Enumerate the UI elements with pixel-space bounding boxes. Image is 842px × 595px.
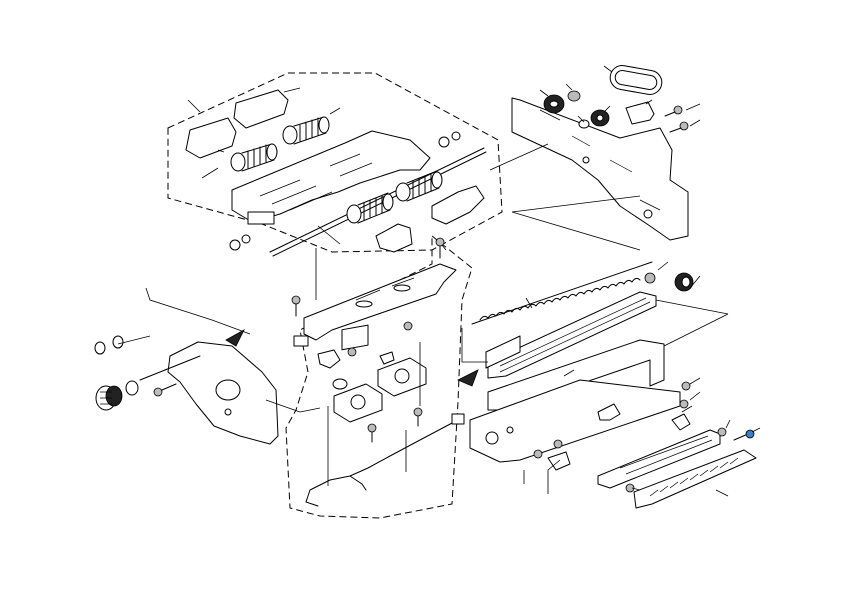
screw-rail-4 — [553, 439, 563, 449]
collar-left — [94, 335, 124, 355]
blue-screw — [733, 429, 755, 441]
spring-upper-left — [230, 143, 278, 172]
fan-motor-right — [377, 357, 427, 397]
collar-pair-top — [438, 131, 461, 148]
guide-plate-left — [185, 117, 237, 159]
upper-right-side-plate — [489, 65, 701, 251]
gear-medium — [590, 109, 610, 127]
lower-right-assembly — [457, 261, 761, 509]
channel-bracket — [487, 339, 665, 411]
sensor-small — [379, 351, 395, 365]
shaft — [269, 147, 485, 253]
screw-bracket-4 — [403, 321, 413, 331]
spring-shaft-right — [395, 170, 443, 202]
latch-clip — [597, 403, 621, 421]
guide-plate-right — [233, 89, 289, 129]
harness-connector — [451, 413, 465, 425]
screw-right-1 — [664, 105, 683, 117]
sensor-lower — [332, 378, 348, 390]
guide-pad-right — [431, 185, 485, 225]
worm-gear — [674, 272, 694, 292]
mounting-bracket — [303, 263, 457, 341]
upper-left-assembly — [167, 72, 503, 257]
collar-worm — [644, 272, 656, 284]
screw-bracket-2 — [435, 237, 445, 259]
spring-shaft-left — [346, 192, 394, 224]
screw-fan-right — [413, 407, 423, 427]
gear-small — [567, 90, 581, 102]
guide-pad-left — [375, 223, 413, 253]
guide-frame — [231, 130, 431, 223]
screw-bracket-3 — [347, 347, 357, 357]
knob — [95, 385, 123, 411]
side-plate-right — [511, 97, 689, 241]
gear-large — [543, 94, 565, 114]
screw-right-2 — [669, 121, 689, 133]
latch-clip-2 — [671, 413, 691, 431]
screw-fan-left — [367, 423, 377, 443]
dashed-boundary-middle — [285, 234, 473, 519]
worm-shaft — [471, 261, 653, 325]
lower-rail-plate — [597, 429, 721, 489]
screw-rail-2 — [679, 399, 689, 409]
sensor-left — [317, 349, 341, 369]
collar-gear — [578, 119, 590, 129]
screw-bracket-1 — [291, 295, 301, 317]
shaft-left — [139, 355, 201, 381]
drive-belt — [609, 65, 663, 95]
wire-harness — [305, 417, 463, 507]
collar-pair-bottom — [229, 234, 251, 251]
main-rail — [487, 291, 657, 379]
screw-rail-6 — [625, 483, 635, 493]
screw-left — [153, 383, 177, 397]
spring-upper-right — [282, 116, 330, 145]
fan-motor-left — [333, 324, 383, 423]
screw-rail-5 — [533, 449, 543, 459]
triangle-arrow-left — [225, 329, 245, 347]
small-bracket — [625, 101, 655, 125]
screw-rail-3 — [717, 427, 727, 437]
triangle-arrow-right — [457, 369, 479, 387]
bottom-frame — [469, 379, 681, 463]
left-side-plate-group — [94, 287, 321, 445]
screw-rail-1 — [681, 381, 691, 391]
comb-guide — [633, 449, 757, 509]
knob-gear — [125, 380, 139, 396]
rail-guide-block — [485, 335, 521, 369]
middle-assembly — [285, 234, 473, 519]
